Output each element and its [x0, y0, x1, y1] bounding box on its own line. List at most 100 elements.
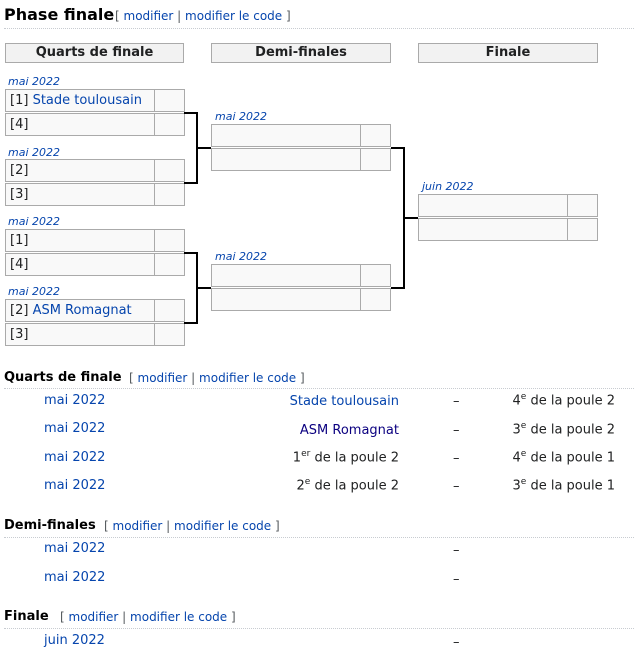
qf4-bottom-score	[154, 323, 185, 346]
round-header-final: Finale	[418, 43, 598, 63]
finale-edit-links: [ modifier | modifier le code ]	[60, 610, 236, 624]
qf1-date: mai 2022	[8, 75, 61, 88]
quarts-edit-link[interactable]: modifier	[137, 371, 188, 385]
qf1-top-team-link[interactable]: Stade toulousain	[32, 93, 142, 108]
connector-qf1	[184, 112, 198, 114]
round-header-sf: Demi-finales	[211, 43, 391, 63]
connector-qf4	[184, 322, 198, 324]
demis-row1-date: mai 2022	[44, 541, 106, 556]
qf2-top-team: [2]	[5, 159, 155, 182]
phase-edit-links: [ modifier | modifier le code ]	[115, 9, 291, 23]
finale-edit-link[interactable]: modifier	[68, 610, 119, 624]
qf3-top-seed: [1]	[10, 233, 29, 248]
qf1-top-team: [1] Stade toulousain	[5, 89, 155, 112]
final-bottom-team	[418, 218, 569, 241]
phase-edit-code-link[interactable]: modifier le code	[185, 9, 283, 23]
demis-edit-links: [ modifier | modifier le code ]	[104, 519, 280, 533]
round-header-qf: Quarts de finale	[5, 43, 184, 63]
quarts-title: Quarts de finale	[4, 370, 122, 385]
sf2-bottom-team	[211, 288, 362, 311]
quarts-row1-home-link[interactable]: Stade toulousain	[289, 394, 399, 409]
qf2-date: mai 2022	[8, 146, 61, 159]
qf3-top-score	[154, 229, 185, 252]
phase-divider	[4, 28, 634, 29]
sf2-bottom-score	[360, 288, 391, 311]
finale-row1-dash: –	[453, 635, 460, 650]
qf4-top-score	[154, 299, 185, 322]
qf2-top-seed: [2]	[10, 163, 29, 178]
quarts-row2-away: 3e de la poule 2	[512, 421, 615, 438]
quarts-row3-away: 4e de la poule 1	[512, 449, 615, 466]
final-date: juin 2022	[422, 180, 474, 193]
quarts-divider	[4, 388, 634, 389]
demis-edit-link[interactable]: modifier	[112, 519, 163, 533]
qf4-top-team-link[interactable]: ASM Romagnat	[32, 303, 132, 318]
qf3-date: mai 2022	[8, 215, 61, 228]
qf2-bottom-seed: [3]	[10, 187, 29, 202]
qf4-top-seed: [2]	[10, 303, 29, 318]
final-bottom-score	[567, 218, 598, 241]
qf4-bottom-seed: [3]	[10, 327, 29, 342]
qf1-top-seed: [1]	[10, 93, 29, 108]
sf2-top-score	[360, 264, 391, 287]
qf2-bottom-team: [3]	[5, 183, 155, 206]
quarts-edit-links: [ modifier | modifier le code ]	[129, 371, 305, 385]
demis-row1-dash: –	[453, 543, 460, 558]
phase-edit-link[interactable]: modifier	[123, 9, 174, 23]
qf1-bottom-seed: [4]	[10, 117, 29, 132]
demis-row2-date: mai 2022	[44, 570, 106, 585]
quarts-edit-code-link[interactable]: modifier le code	[199, 371, 297, 385]
finale-title: Finale	[4, 609, 49, 624]
sf2-top-team	[211, 264, 362, 287]
qf4-top-team: [2] ASM Romagnat	[5, 299, 155, 322]
qf3-bottom-score	[154, 253, 185, 276]
qf3-bottom-seed: [4]	[10, 257, 29, 272]
qf1-bottom-score	[154, 113, 185, 136]
final-top-team	[418, 194, 569, 217]
qf3-top-team: [1]	[5, 229, 155, 252]
qf2-bottom-score	[154, 183, 185, 206]
connector-sf1-in	[196, 147, 211, 149]
finale-edit-code-link[interactable]: modifier le code	[130, 610, 228, 624]
quarts-row2-home-link[interactable]: ASM Romagnat	[299, 423, 399, 438]
quarts-row2-home: ASM Romagnat	[200, 423, 399, 438]
sf1-bottom-score	[360, 148, 391, 171]
sf2-date: mai 2022	[215, 250, 268, 263]
quarts-row1-dash: –	[453, 394, 460, 409]
quarts-row1-away: 4e de la poule 2	[512, 392, 615, 409]
demis-row2-dash: –	[453, 572, 460, 587]
finale-divider	[4, 628, 634, 629]
demis-edit-code-link[interactable]: modifier le code	[174, 519, 272, 533]
connector-qf2	[184, 182, 198, 184]
connector-qf3	[184, 252, 198, 254]
connector-sf2-in	[196, 287, 211, 289]
quarts-row2-dash: –	[453, 423, 460, 438]
quarts-row2-date: mai 2022	[44, 421, 106, 436]
demis-divider	[4, 537, 634, 538]
quarts-row4-date: mai 2022	[44, 478, 106, 493]
qf4-bottom-team: [3]	[5, 323, 155, 346]
quarts-row3-dash: –	[453, 451, 460, 466]
qf4-date: mai 2022	[8, 285, 61, 298]
quarts-row3-home: 1er de la poule 2	[292, 449, 399, 466]
qf2-top-score	[154, 159, 185, 182]
quarts-row1-date: mai 2022	[44, 393, 106, 408]
finale-row1-date: juin 2022	[44, 633, 105, 648]
phase-title: Phase finale	[4, 5, 115, 24]
qf1-top-score	[154, 89, 185, 112]
connector-final-in	[403, 217, 418, 219]
sf1-date: mai 2022	[215, 110, 268, 123]
quarts-row4-away: 3e de la poule 1	[512, 477, 615, 494]
sf1-top-team	[211, 124, 362, 147]
demis-title: Demi-finales	[4, 518, 96, 533]
sf1-top-score	[360, 124, 391, 147]
connector-sf2	[391, 287, 405, 289]
quarts-row3-date: mai 2022	[44, 450, 106, 465]
quarts-row4-dash: –	[453, 479, 460, 494]
qf1-bottom-team: [4]	[5, 113, 155, 136]
connector-sf1	[391, 147, 405, 149]
qf3-bottom-team: [4]	[5, 253, 155, 276]
sf1-bottom-team	[211, 148, 362, 171]
quarts-row4-home: 2e de la poule 2	[296, 477, 399, 494]
final-top-score	[567, 194, 598, 217]
